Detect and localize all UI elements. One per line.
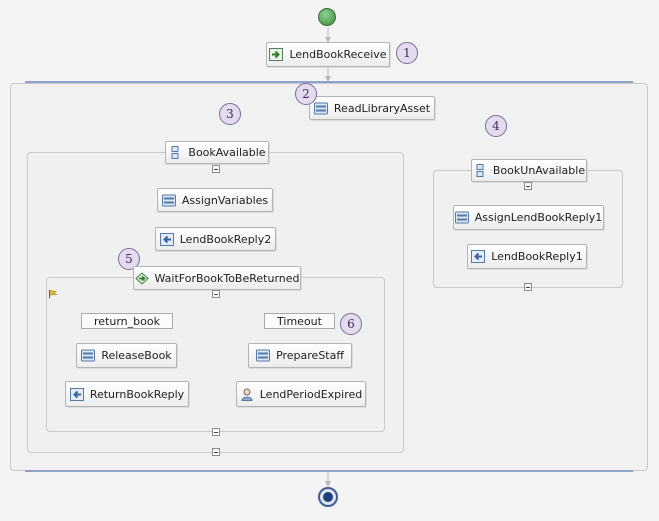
- reply-arrow-icon: [159, 232, 174, 246]
- activity-label: LendBookReply1: [491, 250, 583, 263]
- branch-label-timeout[interactable]: Timeout: [264, 313, 335, 329]
- activity-label: LendBookReply2: [179, 232, 272, 246]
- collapse-toggle[interactable]: [212, 165, 220, 173]
- assign-icon: [256, 349, 271, 362]
- switch-case-icon: [171, 146, 179, 159]
- step-badge-1: 1: [396, 42, 418, 64]
- collapse-toggle[interactable]: [524, 182, 532, 190]
- prepare-staff-activity[interactable]: PrepareStaff: [248, 343, 352, 368]
- collapse-toggle[interactable]: [212, 448, 220, 456]
- assign-lend-book-reply1-activity[interactable]: AssignLendBookReply1: [453, 205, 604, 230]
- activity-label: ReadLibraryAsset: [333, 101, 431, 115]
- collapse-toggle[interactable]: [212, 428, 220, 436]
- step-badge-2: 2: [295, 83, 317, 105]
- assign-icon: [313, 102, 328, 114]
- pick-diamond-icon: [134, 271, 149, 285]
- activity-label: AssignVariables: [181, 193, 269, 207]
- collapse-toggle[interactable]: [524, 283, 532, 291]
- read-library-asset-activity[interactable]: ReadLibraryAsset: [309, 96, 435, 120]
- case-label: BookAvailable: [188, 146, 266, 159]
- return-book-reply-activity[interactable]: ReturnBookReply: [65, 381, 189, 407]
- wait-for-book-pick[interactable]: WaitForBookToBeReturned: [133, 266, 301, 290]
- person-icon: [241, 388, 253, 401]
- case-label: BookUnAvailable: [492, 164, 586, 177]
- sequence-top-rule: [25, 81, 633, 83]
- activity-label: PrepareStaff: [276, 349, 344, 362]
- book-available-case[interactable]: BookAvailable: [165, 141, 269, 164]
- assign-variables-activity[interactable]: AssignVariables: [157, 188, 273, 212]
- activity-label: ReturnBookReply: [89, 387, 185, 401]
- end-event-core: [323, 492, 333, 502]
- activity-label: ReleaseBook: [101, 349, 172, 362]
- switch-case-icon: [476, 164, 484, 177]
- reply-arrow-icon: [69, 387, 84, 401]
- receive-arrow-icon: [269, 48, 284, 61]
- assign-icon: [161, 194, 176, 206]
- end-event-icon[interactable]: [318, 487, 338, 507]
- lend-period-expired-activity[interactable]: LendPeriodExpired: [236, 381, 366, 407]
- step-badge-3: 3: [219, 103, 241, 125]
- lend-book-receive-activity[interactable]: LendBookReceive: [266, 42, 390, 67]
- book-unavailable-case[interactable]: BookUnAvailable: [471, 159, 587, 182]
- release-book-activity[interactable]: ReleaseBook: [76, 343, 177, 368]
- sequence-bottom-rule: [25, 470, 633, 472]
- collapse-toggle[interactable]: [212, 290, 220, 298]
- reply-arrow-icon: [471, 250, 486, 263]
- step-badge-5: 5: [118, 248, 140, 270]
- activity-label: WaitForBookToBeReturned: [154, 271, 300, 285]
- step-badge-6: 6: [340, 313, 362, 335]
- activity-label: LendBookReceive: [289, 48, 387, 61]
- assign-icon: [81, 349, 96, 362]
- activity-label: AssignLendBookReply1: [474, 211, 603, 224]
- flag-icon: [49, 290, 58, 299]
- lend-book-reply1-activity[interactable]: LendBookReply1: [467, 244, 587, 269]
- start-event-icon[interactable]: [318, 8, 336, 26]
- activity-label: LendPeriodExpired: [259, 387, 363, 401]
- lend-book-reply2-activity[interactable]: LendBookReply2: [155, 227, 276, 251]
- assign-icon: [454, 211, 469, 224]
- step-badge-4: 4: [485, 115, 507, 137]
- branch-label-return-book[interactable]: return_book: [81, 313, 173, 329]
